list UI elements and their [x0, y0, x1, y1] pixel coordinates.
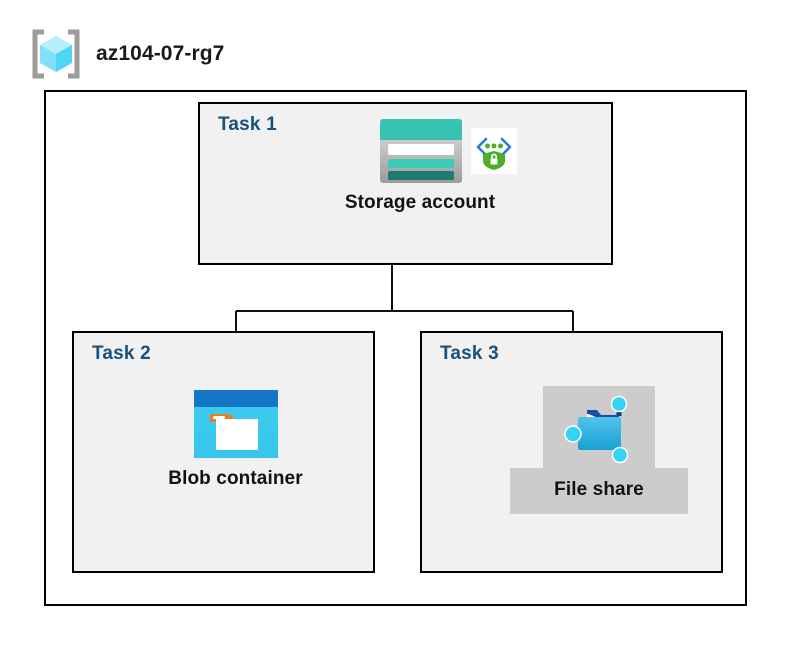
node-storage-account: Storage account	[295, 118, 545, 214]
task-1-label: Task 1	[218, 114, 277, 135]
resource-group-header: az104-07-rg7	[30, 28, 224, 80]
task-3-label: Task 3	[440, 343, 499, 364]
blob-container-caption: Blob container	[168, 468, 303, 489]
file-share-icon-group	[543, 386, 655, 468]
private-endpoint-icon	[471, 128, 517, 174]
file-share-caption: File share	[510, 468, 688, 514]
node-file-share: File share	[500, 386, 698, 514]
file-share-icon	[561, 392, 637, 464]
resource-group-cube-icon	[30, 28, 82, 80]
task-2-label: Task 2	[92, 343, 151, 364]
blob-container-icon-group	[192, 388, 280, 460]
blob-container-icon	[192, 388, 280, 460]
storage-account-icon-group	[379, 118, 517, 184]
resource-group-name: az104-07-rg7	[96, 42, 225, 65]
storage-account-icon	[379, 118, 463, 184]
storage-account-caption: Storage account	[344, 192, 496, 213]
node-blob-container: Blob container	[128, 388, 343, 490]
